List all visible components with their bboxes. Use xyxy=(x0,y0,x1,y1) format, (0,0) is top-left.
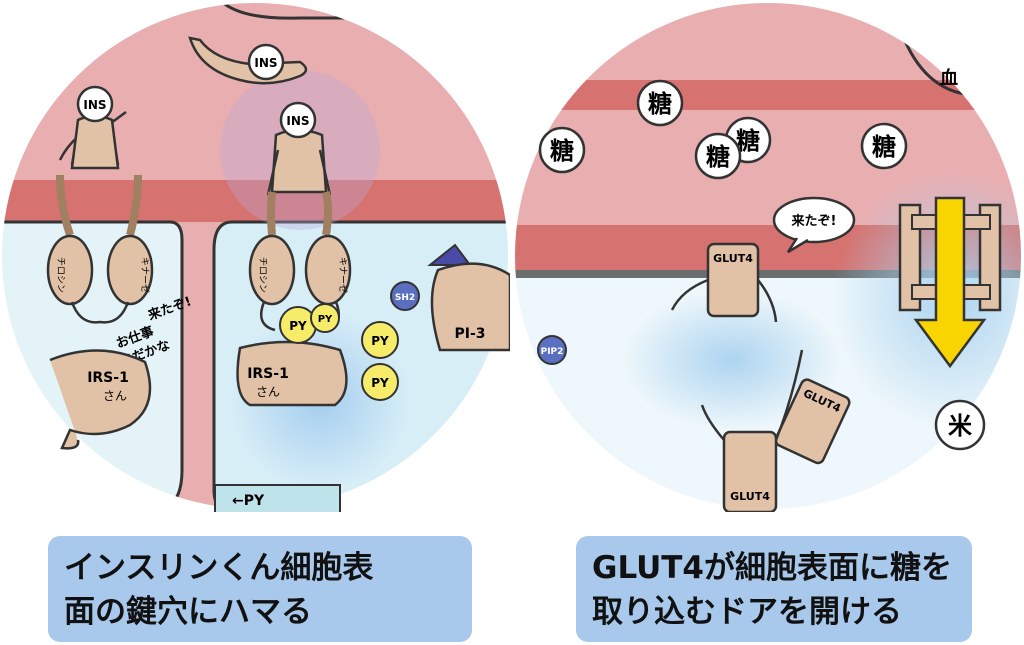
bottom-sign: ←PY xyxy=(214,484,341,512)
caption-line: インスリンくん細胞表 xyxy=(64,550,374,586)
svg-text:SH2: SH2 xyxy=(395,293,415,303)
caption-left: インスリンくん細胞表 面の鍵穴にハマる xyxy=(48,536,472,642)
receptor: チロシン キナーゼ xyxy=(248,191,352,332)
glut4-panel: 血 糖 糖 糖 糖 糖 来たぞ! GLUT4 xyxy=(512,0,1024,512)
svg-text:米: 米 xyxy=(948,412,972,440)
irs1-character: IRS-1 さん xyxy=(236,340,348,407)
irs1-label: さん xyxy=(256,385,280,399)
irs1-label: IRS-1 xyxy=(247,366,289,382)
py-badge: PY xyxy=(310,303,340,333)
svg-text:GLUT4: GLUT4 xyxy=(730,490,770,503)
sh2-badge: SH2 xyxy=(390,281,420,311)
receptor: チロシン キナーゼ xyxy=(46,174,154,324)
sugar-ball: 米 xyxy=(934,399,986,451)
caption-line: 取り込むドアを開ける xyxy=(592,594,902,630)
svg-text:GLUT4: GLUT4 xyxy=(713,252,753,265)
svg-text:糖: 糖 xyxy=(550,137,574,165)
svg-text:PI-3: PI-3 xyxy=(454,326,485,342)
corner-sign: 血 xyxy=(940,67,958,89)
kinase-label: キナーゼ xyxy=(337,257,349,293)
tyrosine-label: チロシン xyxy=(55,257,66,293)
svg-text:PIP2: PIP2 xyxy=(541,347,564,357)
svg-text:PY: PY xyxy=(318,314,333,325)
py-badge: PY xyxy=(279,306,317,344)
glut4-character: GLUT4 xyxy=(700,349,804,512)
sugar-ball: 糖 xyxy=(694,132,742,180)
tyrosine-label: チロシン xyxy=(257,257,268,293)
sugar-ball: 糖 xyxy=(538,126,586,174)
insulin-character: INS xyxy=(188,36,308,85)
sugar-ball: 糖 xyxy=(860,122,908,170)
py-badge: PY xyxy=(361,321,399,359)
svg-text:PY: PY xyxy=(371,334,389,348)
svg-text:←PY: ←PY xyxy=(232,493,265,509)
glut4-character: GLUT4 xyxy=(774,378,851,465)
insulin-character: INS xyxy=(266,101,332,196)
caption-right: GLUT4が細胞表面に糖を 取り込むドアを開ける xyxy=(576,536,972,642)
svg-text:PY: PY xyxy=(371,376,389,390)
py-badge: PY xyxy=(361,363,399,401)
ins-label: INS xyxy=(286,114,309,128)
caption-line: 面の鍵穴にハマる xyxy=(64,594,312,630)
irs1-character: IRS-1 さん xyxy=(49,349,152,450)
channel-arrow-icon xyxy=(913,196,987,369)
insulin-character: INS xyxy=(58,85,127,170)
irs1-label: IRS-1 xyxy=(87,370,129,386)
sugar-ball: 糖 xyxy=(636,79,684,127)
svg-text:糖: 糖 xyxy=(648,90,672,118)
insulin-receptor-panel: INS INS INS チロシン キナーゼ チロシン キナーゼ 来たぞ! お仕事… xyxy=(0,0,510,512)
kinase-label: キナーゼ xyxy=(139,257,151,293)
pip2-badge: PIP2 xyxy=(537,335,567,365)
glut4-character: GLUT4 xyxy=(670,242,778,323)
speech-bubble: 来たぞ! xyxy=(772,196,856,254)
svg-text:糖: 糖 xyxy=(706,143,730,171)
ins-label: INS xyxy=(254,56,277,70)
ins-label: INS xyxy=(83,98,106,112)
svg-text:PY: PY xyxy=(289,319,307,333)
svg-text:糖: 糖 xyxy=(872,133,896,161)
svg-text:来たぞ!: 来たぞ! xyxy=(791,213,837,229)
channel xyxy=(898,203,1002,312)
irs1-label: さん xyxy=(103,389,127,403)
caption-line: GLUT4が細胞表面に糖を xyxy=(592,550,952,586)
pi3-character: PI-3 xyxy=(427,243,510,352)
